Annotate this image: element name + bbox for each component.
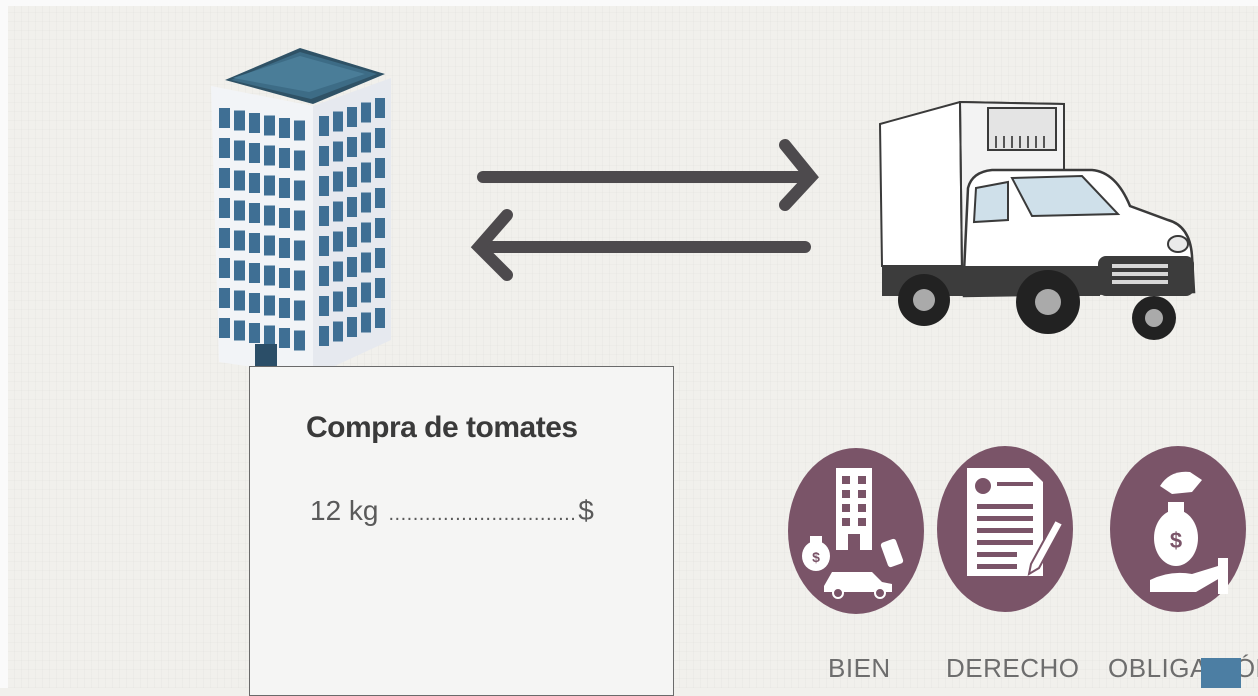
invoice-leader-dots: ............................... [388,503,577,525]
delivery-truck-icon [872,96,1202,351]
category-label-derecho: DERECHO [946,653,1080,683]
invoice-card: Compra de tomates 12 kg.................… [249,366,674,696]
frame-edge-top [0,0,1258,6]
invoice-quantity: 12 kg [310,495,379,526]
office-building-icon [205,44,395,385]
payment-hand-icon: $ [1110,446,1246,612]
exchange-arrows-icon [465,135,825,290]
invoice-line-item: 12 kg...............................$ [310,495,594,527]
corner-logo-badge [1201,658,1241,688]
svg-text:$: $ [1170,528,1182,553]
contract-document-icon [937,446,1073,612]
category-label-bien: BIEN [828,653,891,683]
frame-edge-left [0,0,8,688]
svg-text:$: $ [812,549,820,565]
assets-icon: $ [788,448,924,614]
invoice-title: Compra de tomates [306,411,578,444]
invoice-currency: $ [578,495,594,526]
